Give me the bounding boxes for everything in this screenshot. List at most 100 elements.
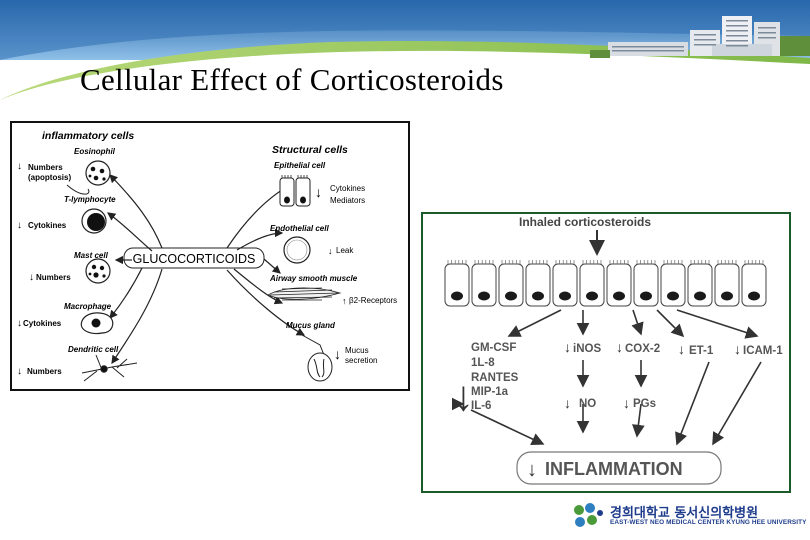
cytokine-item: GM-CSF bbox=[471, 342, 516, 354]
t-down-arrow: ↓ bbox=[17, 220, 22, 231]
endo-down-arrow: ↓ bbox=[328, 246, 333, 256]
cell-nucleus bbox=[694, 291, 706, 301]
eosinophil-cell bbox=[85, 160, 111, 186]
et1-label: ET-1 bbox=[689, 345, 714, 357]
inflammation-label: INFLAMMATION bbox=[545, 459, 683, 479]
cell-nucleus bbox=[667, 291, 679, 301]
t-lymphocyte-cell bbox=[81, 208, 107, 234]
glucocorticoids-label: GLUCOCORTICOIDS bbox=[133, 252, 256, 266]
cell-nucleus bbox=[451, 291, 463, 301]
smooth-muscle-fibers bbox=[267, 287, 342, 301]
inhaled-corticosteroid-diagram: Inhaled corticosteroids ↓ GM-CSF 1L-8 bbox=[421, 212, 791, 493]
mucus-down-arrow: ↓ bbox=[334, 346, 341, 362]
epithelial-cell bbox=[579, 263, 605, 307]
inos-down-arrow: ↓ bbox=[564, 339, 571, 355]
epithelial-cells bbox=[279, 175, 311, 207]
logo-english-text: EAST-WEST NEO MEDICAL CENTER KYUNG HEE U… bbox=[610, 519, 807, 526]
cell-nucleus bbox=[748, 291, 760, 301]
eos-apoptosis-arrow bbox=[66, 184, 90, 195]
eos-numbers: Numbers bbox=[28, 163, 63, 172]
epithelial-cell bbox=[633, 263, 659, 307]
inflammatory-cells-header: inflammatory cells bbox=[42, 130, 134, 142]
cell-nucleus bbox=[505, 291, 517, 301]
icam1-label: ICAM-1 bbox=[743, 345, 783, 357]
macro-down-arrow: ↓ bbox=[17, 318, 22, 329]
pgs-down-arrow: ↓ bbox=[623, 395, 630, 411]
airway-smooth-muscle-label: Airway smooth muscle bbox=[269, 274, 358, 283]
epithelial-cell bbox=[552, 263, 578, 307]
hospital-logo-icon bbox=[574, 503, 603, 527]
no-label: NO bbox=[579, 398, 596, 410]
epithelial-cell bbox=[444, 263, 470, 307]
cox2-down-arrow: ↓ bbox=[616, 339, 623, 355]
structural-cells-header: Structural cells bbox=[272, 144, 348, 156]
dendritic-cell-label: Dendritic cell bbox=[68, 345, 119, 354]
epithelial-cell bbox=[660, 263, 686, 307]
asm-beta2-receptors: β2-Receptors bbox=[349, 296, 397, 305]
eos-apoptosis: (apoptosis) bbox=[28, 173, 71, 182]
cell-nucleus bbox=[586, 291, 598, 301]
macrophage-label: Macrophage bbox=[64, 302, 112, 311]
dend-down-arrow: ↓ bbox=[17, 366, 22, 377]
mucus-gland-cell bbox=[301, 334, 333, 382]
cox2-label: COX-2 bbox=[625, 343, 660, 355]
inhaled-corticosteroids-header: Inhaled corticosteroids bbox=[519, 215, 651, 229]
cell-nucleus bbox=[613, 291, 625, 301]
mucus-label-line1: Mucus bbox=[345, 346, 369, 355]
eos-down-arrow: ↓ bbox=[17, 161, 22, 172]
epithelial-cell bbox=[606, 263, 632, 307]
dendritic-cell bbox=[81, 354, 138, 382]
et1-down-arrow: ↓ bbox=[678, 341, 685, 357]
inflammation-down-arrow: ↓ bbox=[527, 459, 537, 481]
epithelial-cell bbox=[525, 263, 551, 307]
cell-nucleus bbox=[559, 291, 571, 301]
epithelial-cell-label: Epithelial cell bbox=[274, 161, 326, 170]
cytokine-item: IL-6 bbox=[471, 400, 491, 412]
header-banner bbox=[0, 0, 810, 100]
epi-cytokines: Cytokines bbox=[330, 184, 365, 193]
effect-arrows bbox=[107, 174, 306, 364]
glucocorticoids-box bbox=[123, 247, 265, 269]
hospital-building-image bbox=[590, 16, 810, 58]
epi-down-arrow: ↓ bbox=[315, 184, 322, 200]
epithelial-cell bbox=[714, 263, 740, 307]
mucus-gland-label: Mucus gland bbox=[286, 321, 336, 330]
university-logo: 경희대학교 동서신의학병원 EAST-WEST NEO MEDICAL CENT… bbox=[570, 500, 806, 534]
branch-arrows bbox=[470, 309, 762, 446]
epithelial-cell bbox=[471, 263, 497, 307]
eosinophil-label: Eosinophil bbox=[74, 147, 116, 156]
cell-nucleus bbox=[721, 291, 733, 301]
mast-numbers: Numbers bbox=[36, 273, 71, 282]
cytokine-down-arrow: ↓ bbox=[453, 372, 474, 419]
slide-title: Cellular Effect of Corticosteroids bbox=[80, 62, 504, 97]
inflammation-box bbox=[516, 451, 722, 485]
cytokine-item: MIP-1a bbox=[471, 386, 509, 398]
icam1-down-arrow: ↓ bbox=[734, 341, 741, 357]
mucus-label-line2: secretion bbox=[345, 356, 377, 365]
macrophage-cell bbox=[80, 312, 114, 335]
no-down-arrow: ↓ bbox=[564, 395, 571, 411]
mast-cell bbox=[85, 258, 111, 284]
endothelial-cell-label: Endothelial cell bbox=[270, 224, 329, 233]
epithelial-cell bbox=[741, 263, 767, 307]
t-cytokines: Cytokines bbox=[28, 221, 67, 230]
epithelium-row bbox=[444, 260, 767, 307]
macro-cytokines: Cytokines bbox=[23, 319, 62, 328]
endothelial-cell bbox=[283, 236, 311, 264]
cytokine-item: RANTES bbox=[471, 372, 519, 384]
mast-down-arrow: ↓ bbox=[29, 272, 34, 283]
epithelial-cell bbox=[498, 263, 524, 307]
asm-up-arrow: ↑ bbox=[342, 296, 347, 306]
cell-nucleus bbox=[640, 291, 652, 301]
mast-cell-label: Mast cell bbox=[74, 251, 109, 260]
endothelial-lumen bbox=[286, 239, 308, 261]
endo-leak: Leak bbox=[336, 246, 354, 255]
t-lymphocyte-label: T-lymphocyte bbox=[64, 195, 116, 204]
cytokine-item: 1L-8 bbox=[471, 357, 495, 369]
cytokine-list: GM-CSF 1L-8 RANTES MIP-1a IL-6 bbox=[471, 342, 519, 412]
logo-korean-text: 경희대학교 동서신의학병원 bbox=[610, 506, 759, 521]
pgs-label: PGs bbox=[633, 398, 656, 410]
cell-nucleus bbox=[478, 291, 490, 301]
dend-numbers: Numbers bbox=[27, 367, 62, 376]
glucocorticoid-cell-diagram: inflammatory cells Structural cells GLUC… bbox=[10, 121, 410, 391]
